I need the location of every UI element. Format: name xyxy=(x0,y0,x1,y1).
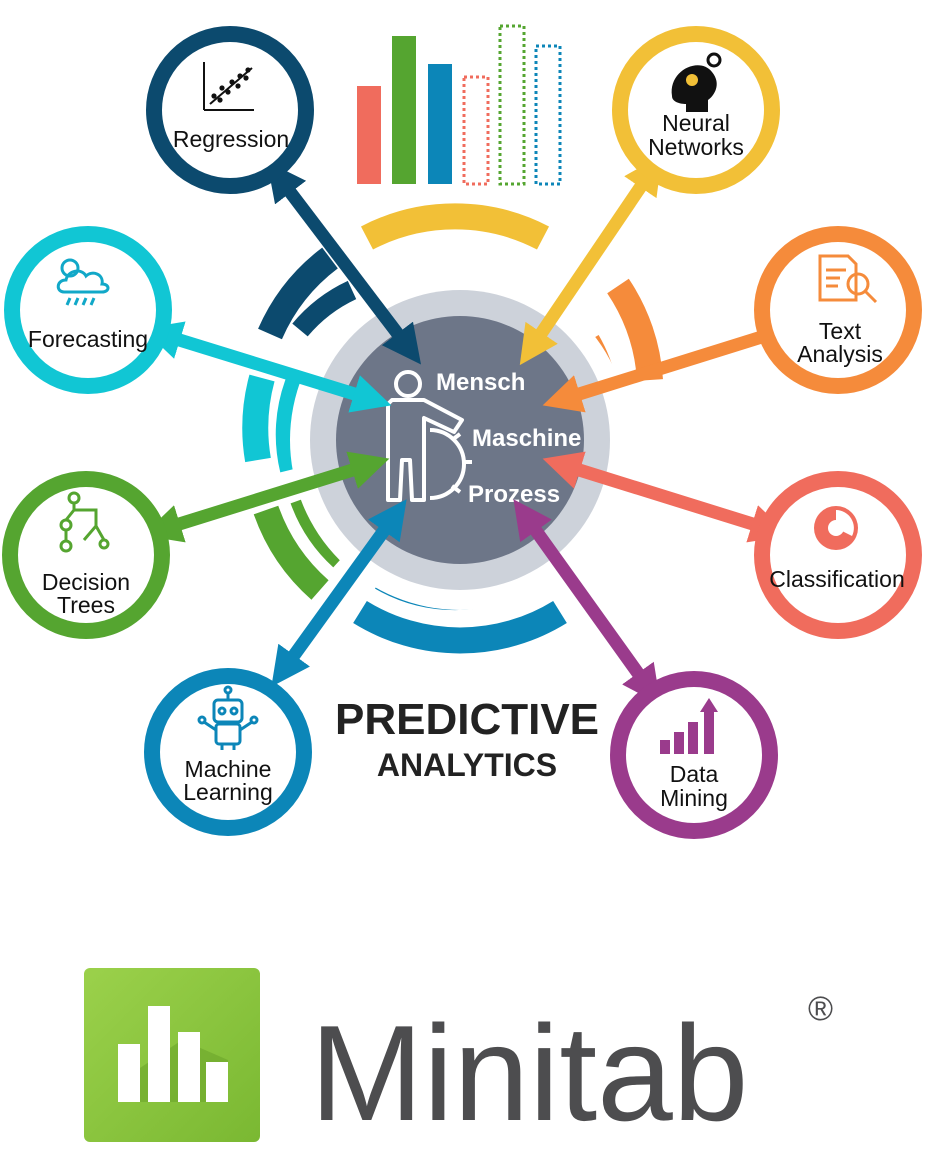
center-label-prozess: Prozess xyxy=(468,481,560,508)
node-neural-networks: Neural Networks xyxy=(612,26,780,194)
weather-cloud-icon xyxy=(56,258,110,306)
scatter-plot-icon xyxy=(203,62,254,111)
document-magnifier-icon xyxy=(818,254,878,304)
node-text-analysis: Text Analysis xyxy=(754,226,922,394)
node-label-classification: Classification xyxy=(769,566,905,592)
bar-chart-icon xyxy=(357,24,562,186)
growth-bars-icon xyxy=(660,698,718,754)
connector-arrows xyxy=(142,154,802,705)
node-label-data-mining-1: Data xyxy=(670,761,719,787)
arrow-text-analysis xyxy=(542,317,802,413)
arrow-regression xyxy=(267,161,421,365)
node-label-forecasting: Forecasting xyxy=(28,326,148,352)
node-machine-learning: Machine Learning xyxy=(144,668,312,836)
brand-registered-mark: ® xyxy=(808,990,833,1028)
node-data-mining: Data Mining xyxy=(610,671,778,839)
node-classification: Classification xyxy=(754,471,922,639)
diagram-subtitle: ANALYTICS xyxy=(377,747,557,783)
arrow-data-mining xyxy=(513,499,661,705)
arrow-classification xyxy=(542,451,790,543)
brand-name: Minitab xyxy=(310,997,748,1149)
robot-icon xyxy=(197,685,259,750)
node-label-text-analysis-2: Analysis xyxy=(797,341,883,367)
arrow-forecasting xyxy=(142,321,392,413)
node-label-neural-networks-1: Neural xyxy=(662,110,730,136)
brain-gears-icon xyxy=(671,52,722,112)
node-forecasting: Forecasting xyxy=(4,226,172,394)
node-decision-trees: Decision Trees xyxy=(2,471,170,639)
center-label-maschine: Maschine xyxy=(472,425,581,452)
arrow-decision-trees xyxy=(142,451,390,543)
node-label-decision-trees-1: Decision xyxy=(42,569,130,595)
node-label-machine-learning-1: Machine xyxy=(185,756,272,782)
pie-chart-icon xyxy=(814,506,858,550)
node-regression: Regression xyxy=(146,26,314,194)
arrow-machine-learning xyxy=(271,499,407,687)
diagram-title: PREDICTIVE xyxy=(335,695,599,744)
decision-tree-icon xyxy=(59,491,110,553)
minitab-logo xyxy=(84,968,260,1142)
node-label-decision-trees-2: Trees xyxy=(57,592,115,618)
node-label-neural-networks-2: Networks xyxy=(648,134,744,160)
center-label-mensch: Mensch xyxy=(436,369,525,396)
node-label-machine-learning-2: Learning xyxy=(183,779,273,805)
node-label-regression: Regression xyxy=(173,126,289,152)
node-label-data-mining-2: Mining xyxy=(660,785,728,811)
node-label-text-analysis-1: Text xyxy=(819,318,862,344)
